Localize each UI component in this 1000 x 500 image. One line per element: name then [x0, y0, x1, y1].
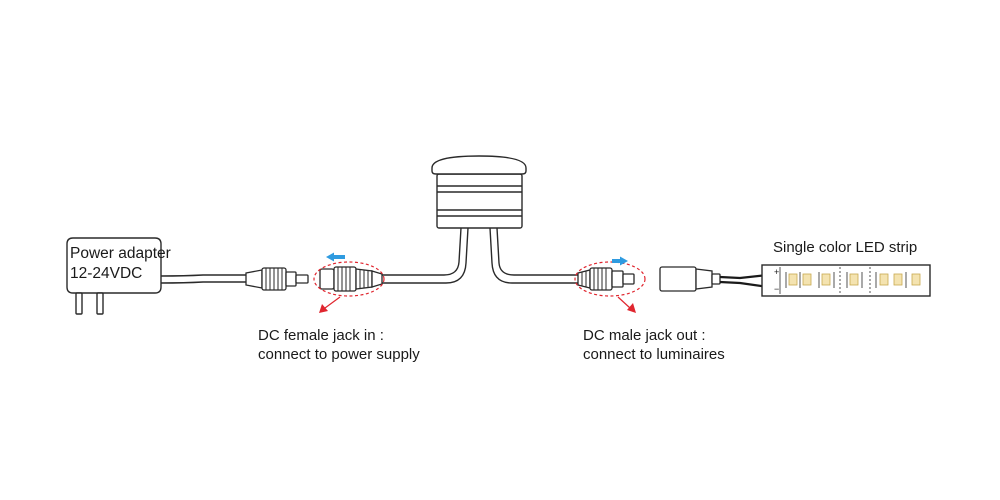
led-strip-title: Single color LED strip [773, 239, 918, 256]
adapter-label-line2: 12-24VDC [70, 265, 143, 282]
adapter-label-line1: Power adapter [70, 245, 171, 262]
led-strip-plus-label: + [774, 267, 779, 277]
male-jack-pointer [617, 296, 636, 313]
female-jack-pointer [319, 296, 341, 313]
adapter-cable [160, 274, 246, 277]
dc-female-jack [319, 266, 383, 292]
led-strip-connector [659, 266, 721, 292]
power-adapter [66, 237, 162, 315]
female-jack-label-line1: DC female jack in : [258, 327, 384, 344]
led-strip: + − [761, 264, 931, 297]
led-strip-cable [719, 273, 769, 280]
adapter-male-plug [245, 267, 309, 291]
male-jack-label-line2: connect to luminaires [583, 346, 725, 363]
led-strip-minus-label: − [774, 284, 779, 294]
female-jack-highlight [313, 261, 385, 297]
female-jack-label-line2: connect to power supply [258, 346, 420, 363]
adapter-prong-left [75, 292, 83, 315]
dc-male-jack [577, 267, 635, 291]
adapter-prong-right [96, 292, 104, 315]
led-chip-row [788, 273, 921, 286]
female-jack-direction-arrow [326, 252, 345, 262]
male-jack-highlight [574, 261, 646, 297]
male-jack-label-line1: DC male jack out : [583, 327, 706, 344]
luminaire [382, 155, 578, 284]
male-jack-direction-arrow [612, 256, 628, 266]
